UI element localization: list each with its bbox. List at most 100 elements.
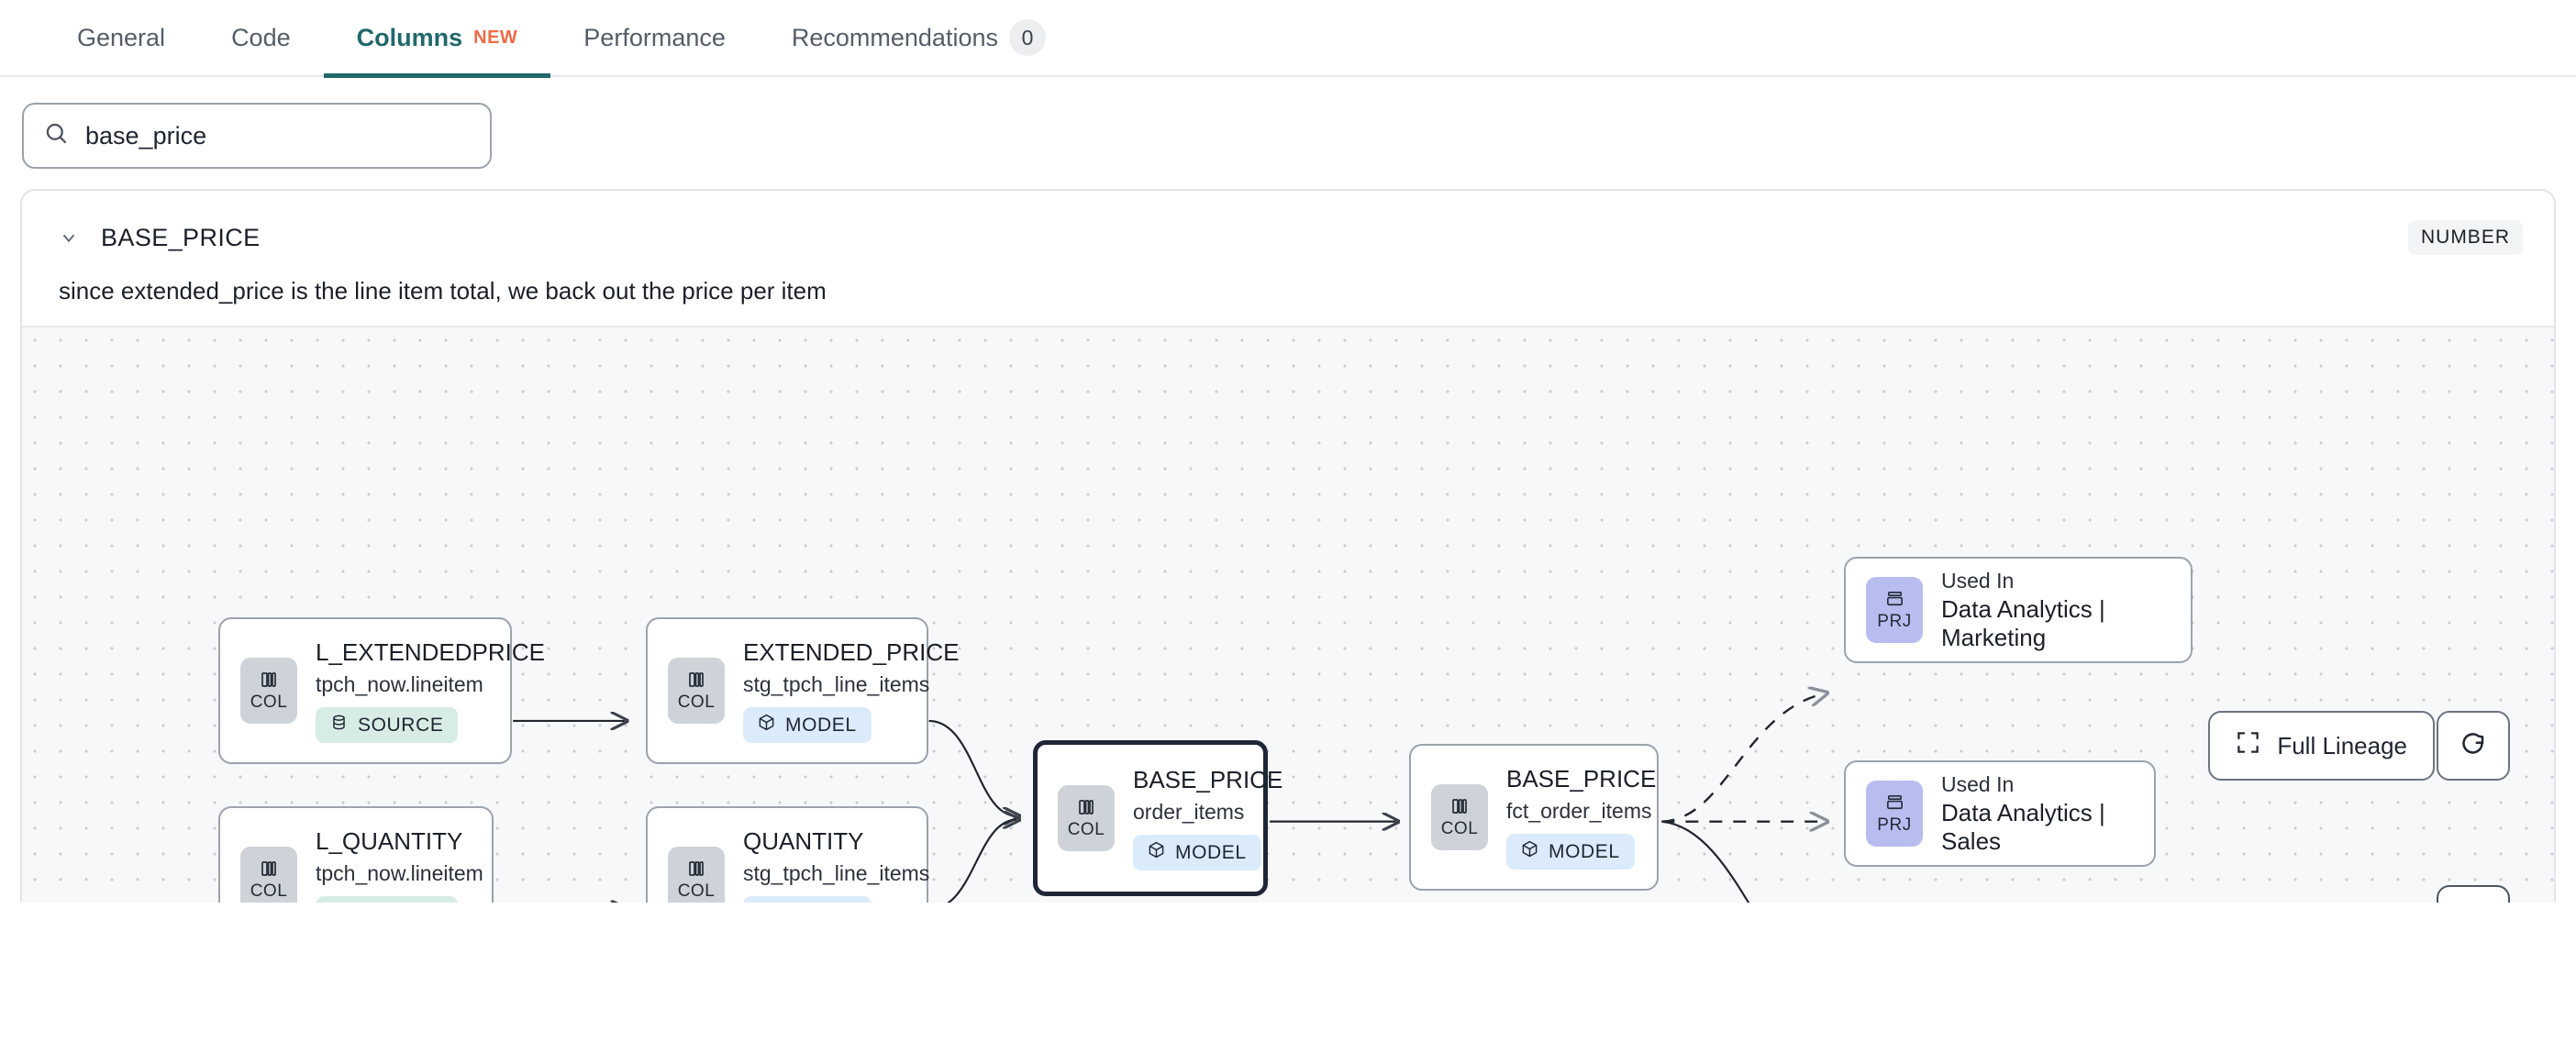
node-type-pill: MODEL <box>1506 834 1635 870</box>
refresh-icon <box>2459 730 2487 762</box>
used-in-label: Used In <box>1941 771 2015 796</box>
col-icon-label: COL <box>250 881 288 901</box>
node-pill-label: MODEL <box>1175 841 1247 863</box>
lineage-node-used-in-sales[interactable]: PRJ Used In Data Analytics | Sales <box>1844 760 2156 867</box>
column-type-badge: NUMBER <box>2407 220 2523 255</box>
lineage-node-quantity[interactable]: COL QUANTITY stg_tpch_line_items MODEL <box>646 806 929 903</box>
columns-glyph <box>685 669 707 691</box>
node-type-pill: MODEL <box>743 707 872 743</box>
tab-general[interactable]: General <box>44 0 198 76</box>
lineage-node-extended-price[interactable]: COL EXTENDED_PRICE stg_tpch_line_items M… <box>646 617 960 764</box>
node-subtitle: stg_tpch_line_items <box>743 861 930 885</box>
node-subtitle: tpch_now.lineitem <box>316 861 483 885</box>
node-pill-label: SOURCE <box>358 714 444 736</box>
node-body: L_EXTENDEDPRICE tpch_now.lineitem SOURCE <box>316 638 545 743</box>
zoom-in-button[interactable]: + <box>2438 887 2508 903</box>
col-icon-label: COL <box>1440 819 1479 838</box>
full-lineage-button[interactable]: Full Lineage <box>2208 711 2435 781</box>
project-glyph <box>1884 793 1905 814</box>
node-title: QUANTITY <box>743 827 864 855</box>
node-body: L_QUANTITY tpch_now.lineitem SOURCE <box>316 827 483 903</box>
node-title: L_QUANTITY <box>316 827 463 855</box>
chevron-down-icon[interactable] <box>53 222 84 253</box>
prj-icon: PRJ <box>1866 781 1923 847</box>
tab-new-badge: NEW <box>473 27 518 48</box>
full-lineage-label: Full Lineage <box>2277 731 2407 759</box>
lineage-node-used-in-marketing[interactable]: PRJ Used In Data Analytics | Marketing <box>1844 557 2193 663</box>
tab-columns[interactable]: Columns NEW <box>323 0 551 78</box>
search-box[interactable] <box>22 103 492 169</box>
used-in-project-name: Data Analytics | Marketing <box>1941 594 2105 651</box>
node-type-pill: MODEL <box>743 896 872 903</box>
lineage-node-l-extendedprice[interactable]: COL L_EXTENDEDPRICE tpch_now.lineitem SO… <box>218 617 545 764</box>
node-title: L_EXTENDEDPRICE <box>316 638 545 666</box>
columns-glyph <box>1075 796 1097 818</box>
col-icon-label: COL <box>677 693 716 712</box>
tab-label: General <box>77 23 166 51</box>
col-icon: COL <box>240 847 297 903</box>
col-icon: COL <box>668 658 725 724</box>
col-icon: COL <box>1058 785 1115 851</box>
node-title: BASE_PRICE <box>1133 766 1283 793</box>
col-icon-label: COL <box>250 693 288 712</box>
column-name: BASE_PRICE <box>101 223 261 251</box>
col-icon-label: COL <box>1067 820 1105 839</box>
lineage-node-base-price-order-items[interactable]: COL BASE_PRICE order_items MODEL <box>1033 740 1282 896</box>
expand-icon <box>2236 730 2260 761</box>
columns-glyph <box>1449 795 1471 817</box>
node-type-pill: MODEL <box>1133 835 1261 870</box>
cube-icon <box>1148 841 1165 864</box>
node-subtitle: order_items <box>1133 800 1245 824</box>
used-in-project-name: Data Analytics | Sales <box>1941 798 2105 855</box>
columns-glyph <box>258 858 280 880</box>
database-icon <box>330 714 348 737</box>
node-body: Used In Data Analytics | Sales <box>1941 772 2130 856</box>
prj-icon-label: PRJ <box>1877 815 1912 835</box>
node-type-pill: SOURCE <box>316 896 459 903</box>
node-title: EXTENDED_PRICE <box>743 638 960 666</box>
used-in-label: Used In <box>1941 568 2015 593</box>
refresh-button[interactable] <box>2437 711 2510 781</box>
node-subtitle: fct_order_items <box>1506 799 1652 823</box>
node-body: EXTENDED_PRICE stg_tpch_line_items MODEL <box>743 638 960 743</box>
node-subtitle: tpch_now.lineitem <box>316 672 483 696</box>
node-body: Used In Data Analytics | Marketing <box>1941 569 2167 652</box>
tab-performance[interactable]: Performance <box>550 0 759 76</box>
prj-icon: PRJ <box>1866 577 1923 643</box>
lineage-node-base-price-fct-order-items[interactable]: COL BASE_PRICE fct_order_items MODEL <box>1409 744 1659 891</box>
node-body: BASE_PRICE order_items MODEL <box>1133 766 1282 870</box>
lineage-node-l-quantity[interactable]: COL L_QUANTITY tpch_now.lineitem SOURCE <box>218 806 494 903</box>
zoom-controls: + − <box>2437 885 2510 903</box>
node-pill-label: MODEL <box>1549 840 1620 862</box>
column-description: since extended_price is the line item to… <box>59 277 827 305</box>
tab-label: Performance <box>583 23 726 51</box>
cube-icon <box>1521 840 1538 863</box>
node-body: QUANTITY stg_tpch_line_items MODEL <box>743 827 929 903</box>
lineage-edges <box>513 327 2554 903</box>
col-icon: COL <box>1431 784 1488 850</box>
columns-glyph <box>685 858 707 880</box>
node-type-pill: SOURCE <box>316 707 459 743</box>
project-glyph <box>1884 589 1905 610</box>
tab-code[interactable]: Code <box>198 0 324 76</box>
tab-label: Columns <box>356 23 463 51</box>
col-icon: COL <box>240 658 297 724</box>
node-body: BASE_PRICE fct_order_items MODEL <box>1506 765 1656 870</box>
tab-recommendations[interactable]: Recommendations 0 <box>759 0 1079 76</box>
search-icon <box>44 121 69 150</box>
tab-label: Code <box>231 23 291 51</box>
prj-icon-label: PRJ <box>1877 611 1912 631</box>
tab-label: Recommendations <box>791 23 998 51</box>
columns-glyph <box>258 669 280 691</box>
column-header-row: BASE_PRICE NUMBER <box>22 191 2554 260</box>
node-pill-label: MODEL <box>785 714 857 736</box>
node-subtitle: stg_tpch_line_items <box>743 672 930 696</box>
search-input[interactable] <box>83 120 470 151</box>
tab-bar: General Code Columns NEW Performance Rec… <box>0 0 2576 78</box>
node-title: BASE_PRICE <box>1506 765 1657 793</box>
search-area <box>0 77 2576 189</box>
recommendations-count-badge: 0 <box>1009 19 1046 56</box>
lineage-canvas[interactable]: COL L_EXTENDEDPRICE tpch_now.lineitem SO… <box>22 326 2554 903</box>
column-detail-card: BASE_PRICE NUMBER since extended_price i… <box>20 189 2556 903</box>
col-icon-label: COL <box>677 881 716 901</box>
